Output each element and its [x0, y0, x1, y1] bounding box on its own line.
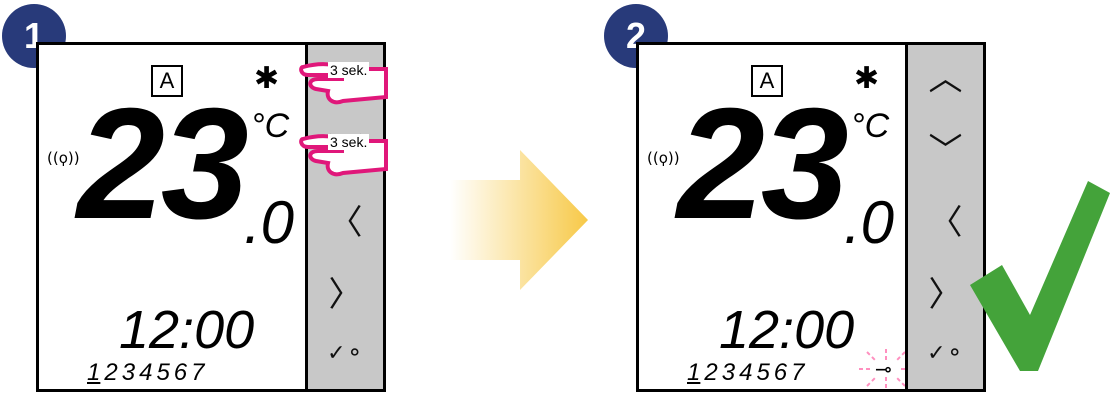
temperature-decimal: .0: [844, 189, 895, 256]
day-1: 1: [687, 359, 701, 386]
day-3: 3: [121, 359, 136, 386]
arrow-right-icon: [450, 150, 588, 290]
day-2: 2: [704, 359, 718, 386]
up-button[interactable]: ︿: [928, 59, 963, 99]
day-7: 7: [191, 359, 205, 386]
left-button[interactable]: 〈: [928, 203, 963, 243]
temperature-unit: °C: [251, 107, 290, 145]
right-button[interactable]: 〉: [928, 275, 963, 315]
day-7: 7: [791, 359, 805, 386]
clock-display: 12:00: [719, 300, 855, 360]
day-4: 4: [139, 359, 153, 386]
day-4: 4: [739, 359, 753, 386]
clock-display: 12:00: [119, 300, 255, 360]
temperature-value: 23: [77, 76, 249, 252]
mode-indicator: A: [751, 65, 783, 97]
left-button[interactable]: 〈: [328, 203, 363, 243]
temperature-value: 23: [677, 76, 849, 252]
mode-indicator: A: [151, 65, 183, 97]
temperature-unit: °C: [851, 107, 890, 145]
day-3: 3: [721, 359, 736, 386]
wireless-signal-icon: ((ϙ)): [47, 149, 80, 167]
confirm-button[interactable]: ✓⚬: [927, 341, 964, 366]
pointing-hand-icon: 3 sek.: [298, 121, 398, 186]
button-panel: ︿ ﹀ 〈 〉 ✓⚬: [905, 45, 983, 389]
press-duration-label: 3 sek.: [328, 134, 370, 150]
day-6: 6: [773, 359, 788, 386]
day-1: 1: [87, 359, 101, 386]
press-duration-label: 3 sek.: [328, 62, 370, 78]
day-6: 6: [173, 359, 188, 386]
button-panel: ︿ ﹀ 〈 〉 ✓⚬ 3 sek. 3 sek.: [299, 45, 388, 389]
day-2: 2: [104, 359, 118, 386]
blink-rays-icon: [859, 349, 913, 389]
down-button[interactable]: ﹀: [928, 131, 963, 171]
snowflake-icon: ✱: [854, 62, 880, 95]
checkmark-icon: [970, 181, 1110, 371]
temperature-decimal: .0: [244, 189, 295, 256]
day-5: 5: [756, 359, 770, 386]
key-lock-icon: ⊸: [875, 357, 892, 381]
pointing-hand-icon: 3 sek.: [298, 49, 398, 114]
right-button[interactable]: 〉: [328, 275, 363, 315]
snowflake-icon: ✱: [254, 62, 280, 95]
day-5: 5: [156, 359, 170, 386]
wireless-signal-icon: ((ϙ)): [647, 149, 680, 167]
confirm-button[interactable]: ✓⚬: [327, 341, 364, 366]
